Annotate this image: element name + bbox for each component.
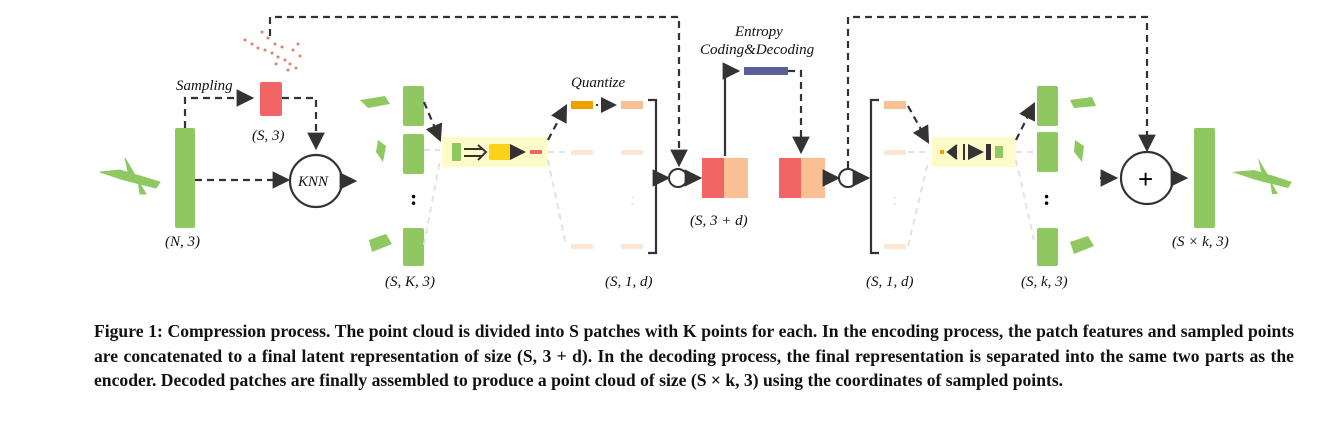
sampling-label: Sampling: [176, 78, 233, 94]
final-latent-features: [724, 158, 748, 198]
patch-bar-k: [403, 228, 424, 266]
patch-bar-1: [403, 86, 424, 126]
patches-shape-label: (S, K, 3): [385, 274, 435, 290]
split-circle-icon: [838, 168, 858, 188]
input-point-cloud-bar: [175, 128, 195, 228]
output-airplane-icon: [1232, 158, 1292, 194]
entropy-label-line2: Coding&Decoding: [700, 42, 815, 58]
patch-bar-2: [403, 134, 424, 174]
plus-symbol: +: [1138, 164, 1153, 194]
concatenate-circle-icon: [668, 168, 688, 188]
final-latent-xyz: [702, 158, 724, 198]
decoded-patch-point-cloud-icon: [1070, 97, 1096, 254]
compression-diagram: (N, 3) Sampling (S, 3) KNN : (S, K, 3) Q…: [99, 15, 1292, 290]
decoded-patch-bar-k: [1037, 228, 1058, 266]
decoded-patches-shape-label: (S, k, 3): [1021, 274, 1068, 290]
latent-shape-label-left: (S, 1, d): [605, 274, 653, 290]
knn-label: KNN: [297, 174, 329, 190]
latent-shape-label-right: (S, 1, d): [866, 274, 914, 290]
latent-vdots: :: [630, 189, 635, 209]
decoded-patch-vdots: :: [1043, 185, 1050, 210]
figure-caption: Figure 1: Compression process. The point…: [94, 321, 1294, 391]
quantize-after-bar: [621, 101, 643, 109]
decoded-patch-bar-2: [1037, 132, 1058, 172]
quantize-before-bar: [571, 101, 593, 109]
sampled-centroids-box: [260, 82, 282, 116]
decoded-latent-features: [801, 158, 825, 198]
decoded-patch-bar-1: [1037, 86, 1058, 126]
decoder-module: [932, 137, 1016, 167]
decoded-latent-xyz: [779, 158, 801, 198]
patch-point-cloud-icon: [360, 96, 392, 252]
entropy-label-line1: Entropy: [734, 24, 783, 40]
final-latent-shape-label: (S, 3 + d): [690, 213, 748, 229]
patch-vdots: :: [410, 185, 417, 210]
sampled-points-icon: [243, 30, 302, 72]
decoder-latent-bar: [884, 101, 906, 109]
sampled-shape-label: (S, 3): [252, 128, 285, 144]
entropy-bitstream-bar: [744, 67, 788, 75]
output-point-cloud-bar: [1194, 128, 1215, 228]
output-shape-label: (S × k, 3): [1172, 234, 1229, 250]
decoder-latent-vdots: :: [892, 189, 897, 209]
quantize-label: Quantize: [571, 75, 626, 91]
input-airplane-icon: [99, 157, 161, 195]
input-shape-label: (N, 3): [165, 234, 200, 250]
